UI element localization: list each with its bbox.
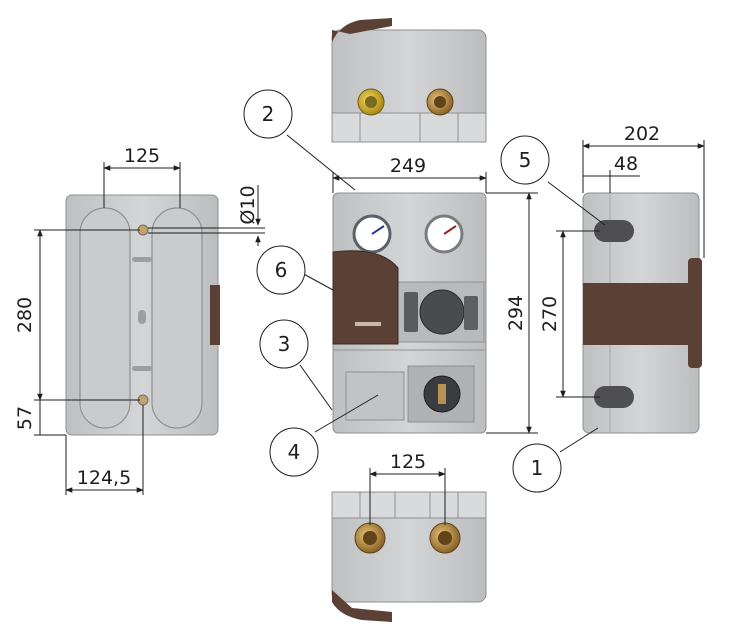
rear-view xyxy=(65,194,220,436)
circulator-pump-icon xyxy=(404,289,478,335)
dim-front-width: 249 xyxy=(390,155,426,177)
dim-rear-bottom-width: 124,5 xyxy=(77,467,131,489)
dim-rear-width: 125 xyxy=(124,145,160,167)
top-view xyxy=(331,18,487,143)
svg-text:5: 5 xyxy=(519,148,532,172)
svg-text:1: 1 xyxy=(531,456,544,480)
bottom-view xyxy=(331,491,487,622)
rear-view-dimensions xyxy=(34,162,265,495)
dim-side-depth: 202 xyxy=(624,123,660,145)
svg-text:4: 4 xyxy=(288,440,301,464)
svg-text:3: 3 xyxy=(278,332,291,356)
callout-2: 2 xyxy=(243,89,293,139)
dim-side-hole-spacing: 270 xyxy=(539,296,561,332)
callout-3: 3 xyxy=(259,319,309,369)
callout-6: 6 xyxy=(256,245,306,295)
front-view-dimensions xyxy=(332,172,538,434)
callout-leaders xyxy=(286,134,606,453)
callout-4: 4 xyxy=(269,427,319,477)
callout-5: 5 xyxy=(500,135,550,185)
dim-bottom-spacing: 125 xyxy=(390,451,426,473)
dim-front-height: 294 xyxy=(505,295,527,331)
callout-1: 1 xyxy=(512,443,562,493)
dim-rear-height: 280 xyxy=(14,297,36,333)
ball-valve-icon xyxy=(423,375,461,413)
side-view xyxy=(582,192,702,434)
svg-text:6: 6 xyxy=(275,258,288,282)
dim-rear-bottom-offset: 57 xyxy=(14,406,36,430)
side-view-dimensions xyxy=(556,140,705,398)
front-view xyxy=(332,192,487,434)
dim-hole-diameter: Ø10 xyxy=(237,185,259,224)
mounting-slot-icon xyxy=(594,386,634,408)
bottom-view-dimensions xyxy=(369,468,446,525)
svg-text:2: 2 xyxy=(262,102,275,126)
mounting-slot-icon xyxy=(594,220,634,242)
dim-side-hole-offset: 48 xyxy=(614,153,638,175)
